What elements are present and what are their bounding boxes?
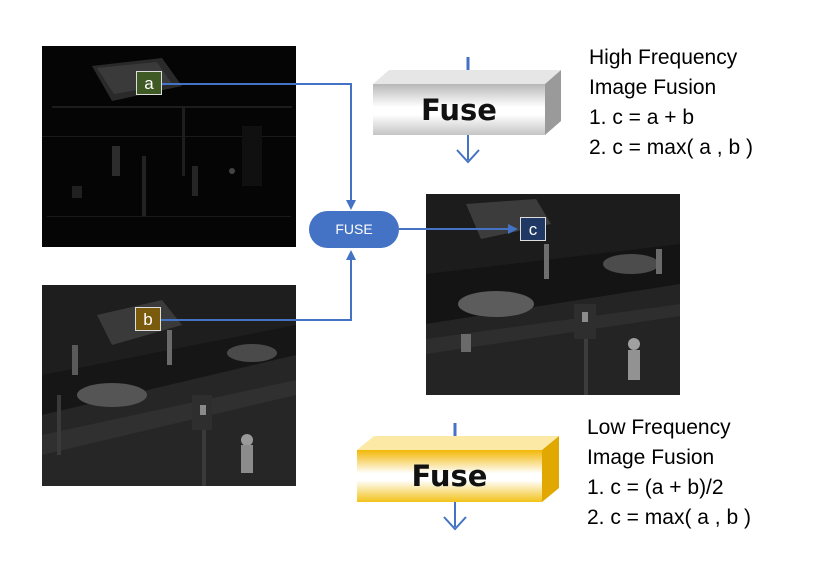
low-title-line2: Image Fusion bbox=[587, 446, 715, 469]
low-frequency-fuse-block: Fuse bbox=[357, 436, 559, 502]
high-frequency-info: High Frequency Image Fusion 1. c = a + b… bbox=[589, 43, 753, 163]
low-rule-2: 2. c = max( a , b ) bbox=[587, 506, 751, 529]
tag-a: a bbox=[136, 71, 162, 95]
fuse-pill: FUSE bbox=[309, 211, 399, 248]
high-title-line1: High Frequency bbox=[589, 46, 738, 69]
high-fuse-label: Fuse bbox=[373, 84, 545, 135]
high-title-line2: Image Fusion bbox=[589, 76, 717, 99]
tag-c: c bbox=[520, 217, 546, 241]
high-rule-2: 2. c = max( a , b ) bbox=[589, 136, 753, 159]
low-title-line1: Low Frequency bbox=[587, 416, 731, 439]
high-rule-1: 1. c = a + b bbox=[589, 106, 695, 129]
tag-b: b bbox=[135, 307, 161, 331]
thermal-image-b bbox=[42, 285, 296, 486]
thermal-image-c bbox=[426, 194, 680, 395]
high-frequency-fuse-block: Fuse bbox=[373, 70, 561, 135]
low-block-arrowhead bbox=[443, 516, 467, 531]
low-rule-1: 1. c = (a + b)/2 bbox=[587, 476, 724, 499]
high-block-arrowhead bbox=[456, 149, 480, 164]
low-fuse-label: Fuse bbox=[357, 450, 542, 502]
low-frequency-info: Low Frequency Image Fusion 1. c = (a + b… bbox=[587, 413, 751, 533]
thermal-image-a bbox=[42, 46, 296, 247]
